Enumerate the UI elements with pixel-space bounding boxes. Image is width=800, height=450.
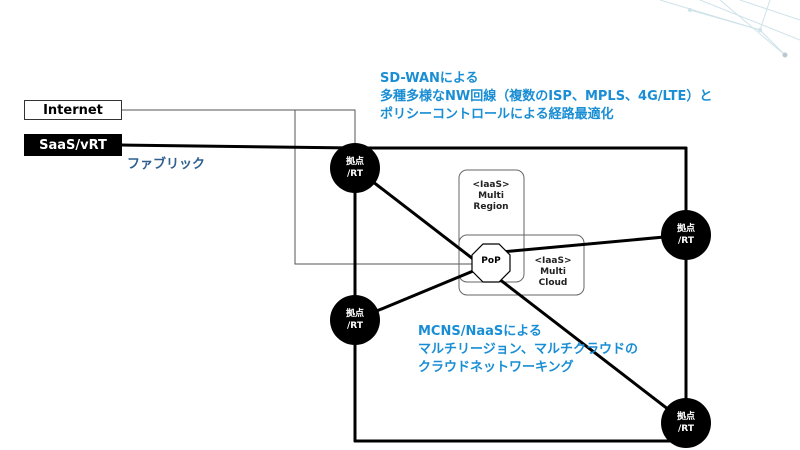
sdwan-description: SD-WANによる 多種多様なNW回線（複数のISP、MPLS、4G/LTE）と… <box>380 70 712 124</box>
node-label-bottom: /RT <box>347 169 363 179</box>
iaas-region-line-1: <IaaS> <box>472 180 510 190</box>
sdwan-line-1: SD-WANによる <box>380 71 479 86</box>
iaas-cloud-line-3: Cloud <box>538 278 568 288</box>
pop-octagon <box>471 243 511 283</box>
internet-connector <box>122 109 480 265</box>
decorative-network-graphic <box>659 0 800 58</box>
iaas-multi-cloud-label: <IaaS> Multi Cloud <box>522 256 584 289</box>
node-label-bottom: /RT <box>678 424 694 434</box>
node-label-top: 拠点 <box>676 412 695 422</box>
mcns-line-3: クラウドネットワーキング <box>418 360 574 375</box>
site-router-node-3: 拠点 /RT <box>330 295 380 345</box>
mcns-line-1: MCNS/NaaSによる <box>418 324 542 339</box>
site-router-node-2: 拠点 /RT <box>661 210 711 260</box>
iaas-cloud-line-1: <IaaS> <box>534 256 572 266</box>
internet-label: Internet <box>43 102 103 118</box>
sdwan-line-2: 多種多様なNW回線（複数のISP、MPLS、4G/LTE）と <box>380 89 713 104</box>
node-label-top: 拠点 <box>345 157 364 167</box>
fabric-link <box>120 143 357 150</box>
link-node2-pop <box>488 233 688 255</box>
thick-links <box>120 143 688 443</box>
internet-box: Internet <box>24 100 122 120</box>
iaas-cloud-line-2: Multi <box>540 267 566 277</box>
site-router-node-4: 拠点 /RT <box>661 398 711 448</box>
node-label-top: 拠点 <box>676 224 695 234</box>
node-label-bottom: /RT <box>678 236 694 246</box>
sdwan-line-3: ポリシーコントロールによる経路最適化 <box>380 107 614 122</box>
mcns-line-2: マルチリージョン、マルチクラウドの <box>418 342 638 357</box>
site-router-node-1: 拠点 /RT <box>330 143 380 193</box>
node-label-top: 拠点 <box>345 309 364 319</box>
fabric-label: ファブリック <box>127 157 206 172</box>
pop-label: PoP <box>481 256 501 266</box>
mcns-description: MCNS/NaaSによる マルチリージョン、マルチクラウドの クラウドネットワー… <box>418 323 638 377</box>
link-node1-node4 <box>353 166 688 425</box>
iaas-multi-region-label: <IaaS> Multi Region <box>460 180 522 213</box>
node-label-bottom: /RT <box>347 321 363 331</box>
iaas-region-line-2: Multi <box>478 191 504 201</box>
iaas-region-line-3: Region <box>473 202 509 212</box>
saas-vrt-label: SaaS/vRT <box>39 137 107 153</box>
saas-vrt-box: SaaS/vRT <box>24 134 122 156</box>
